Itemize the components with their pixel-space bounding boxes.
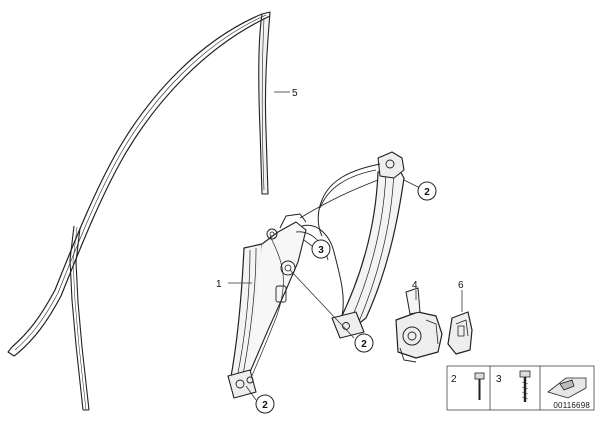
callout-2-mid: 2 bbox=[354, 333, 374, 353]
callout-2-bottom: 2 bbox=[255, 394, 275, 414]
reference-arrow-icon bbox=[547, 377, 587, 399]
svg-text:3: 3 bbox=[318, 245, 324, 256]
callout-6: 6 bbox=[458, 280, 464, 291]
callouts: 5 1 4 6 2 3 2 2 bbox=[216, 88, 464, 414]
window-frame-seal bbox=[7, 11, 271, 411]
svg-text:2: 2 bbox=[361, 339, 367, 350]
leader-lines bbox=[228, 91, 463, 401]
legend-item-2-label: 2 bbox=[451, 374, 457, 385]
svg-text:2: 2 bbox=[262, 400, 268, 411]
fastener-legend: 2 3 00116698 bbox=[446, 365, 595, 411]
screw-icon bbox=[519, 370, 531, 402]
callout-5: 5 bbox=[292, 88, 298, 99]
callout-3: 3 bbox=[311, 239, 331, 259]
callout-1: 1 bbox=[216, 279, 222, 290]
part-number: 00116698 bbox=[553, 401, 590, 410]
legend-item-3-label: 3 bbox=[496, 374, 502, 385]
window-regulator-front-rail bbox=[227, 213, 307, 399]
bolt-icon bbox=[474, 372, 485, 400]
window-motor bbox=[395, 287, 443, 363]
motor-connector bbox=[447, 311, 473, 355]
callout-2-top: 2 bbox=[417, 181, 437, 201]
callout-4: 4 bbox=[412, 280, 418, 291]
window-regulator-rear-rail bbox=[295, 151, 405, 339]
svg-text:2: 2 bbox=[424, 187, 430, 198]
